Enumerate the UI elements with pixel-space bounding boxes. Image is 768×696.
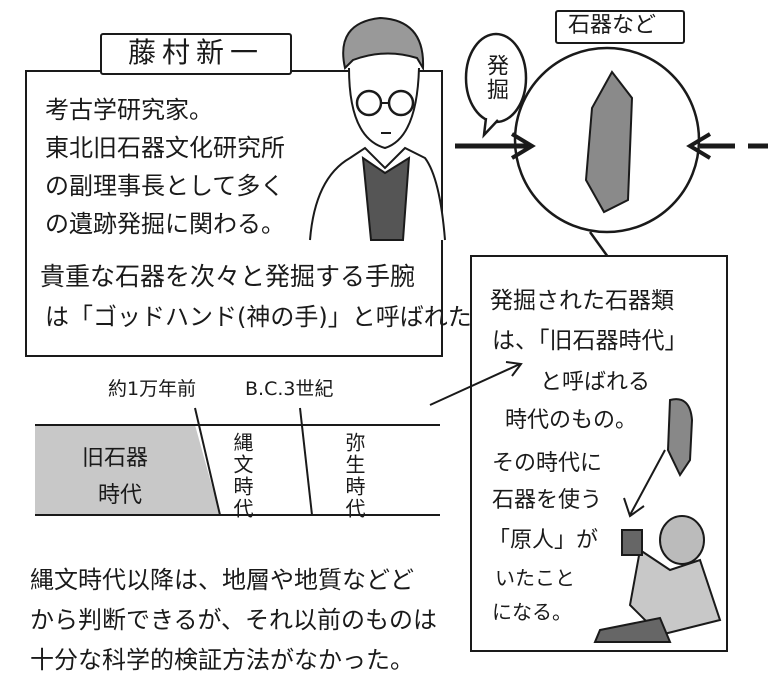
excavation-speech: 発掘	[483, 54, 508, 102]
timeline-marker: 約1万年前	[108, 378, 197, 400]
explanation-line: 時代のもの。	[505, 408, 638, 433]
name-label-box	[100, 33, 292, 75]
explanation-line: 石器を使う	[492, 488, 603, 513]
period-paleolithic-fill	[35, 425, 220, 515]
period-paleolithic-label: 時代	[98, 483, 143, 508]
arrow-left-icon	[686, 132, 712, 160]
explanation-line: その時代に	[492, 451, 603, 476]
excavation-graphic	[455, 32, 768, 258]
timeline-marker: B.C.3世紀	[245, 378, 334, 400]
explanation-line: は、「旧石器時代」	[492, 328, 688, 354]
find-label: 石器など	[568, 13, 657, 38]
explanation-line: 「原人」が	[488, 528, 599, 553]
person-name: 藤村新一	[128, 36, 265, 69]
period-yayoi-label: 弥生時代	[342, 432, 366, 520]
arrow-down-icon	[623, 449, 666, 518]
explanation-line: いたこと	[495, 566, 575, 590]
arrow-right-icon	[510, 132, 536, 160]
stone-tool-icon	[584, 70, 634, 214]
profile-line: は「ゴッドハンド(神の手)」と呼ばれた。	[45, 303, 496, 331]
profile-line: の遺跡発掘に関わる。	[45, 210, 285, 238]
conclusion-line: 十分な科学的検証方法がなかった。	[30, 646, 414, 674]
period-divider	[299, 407, 313, 516]
early-human-illustration	[593, 398, 722, 643]
period-paleolithic-label: 旧石器	[82, 446, 149, 471]
explanation-line: 発掘された石器類	[490, 288, 674, 314]
explanation-line: になる。	[492, 600, 572, 624]
profile-line: の副理事長として多く	[45, 172, 285, 200]
stone-tool-icon	[666, 398, 694, 478]
period-divider	[194, 407, 221, 516]
conclusion-line: から判断できるが、それ以前のものは	[30, 606, 438, 634]
explanation-line: と呼ばれる	[540, 370, 651, 395]
conclusion-line: 縄文時代以降は、地層や地質などど	[30, 566, 414, 594]
portrait-illustration	[309, 16, 446, 241]
period-jomon-label: 縄文時代	[230, 432, 254, 520]
profile-line: 東北旧石器文化研究所	[45, 134, 285, 162]
find-label-box	[555, 10, 685, 44]
profile-line: 考古学研究家。	[45, 96, 213, 124]
profile-line: 貴重な石器を次々と発掘する手腕	[40, 262, 416, 291]
